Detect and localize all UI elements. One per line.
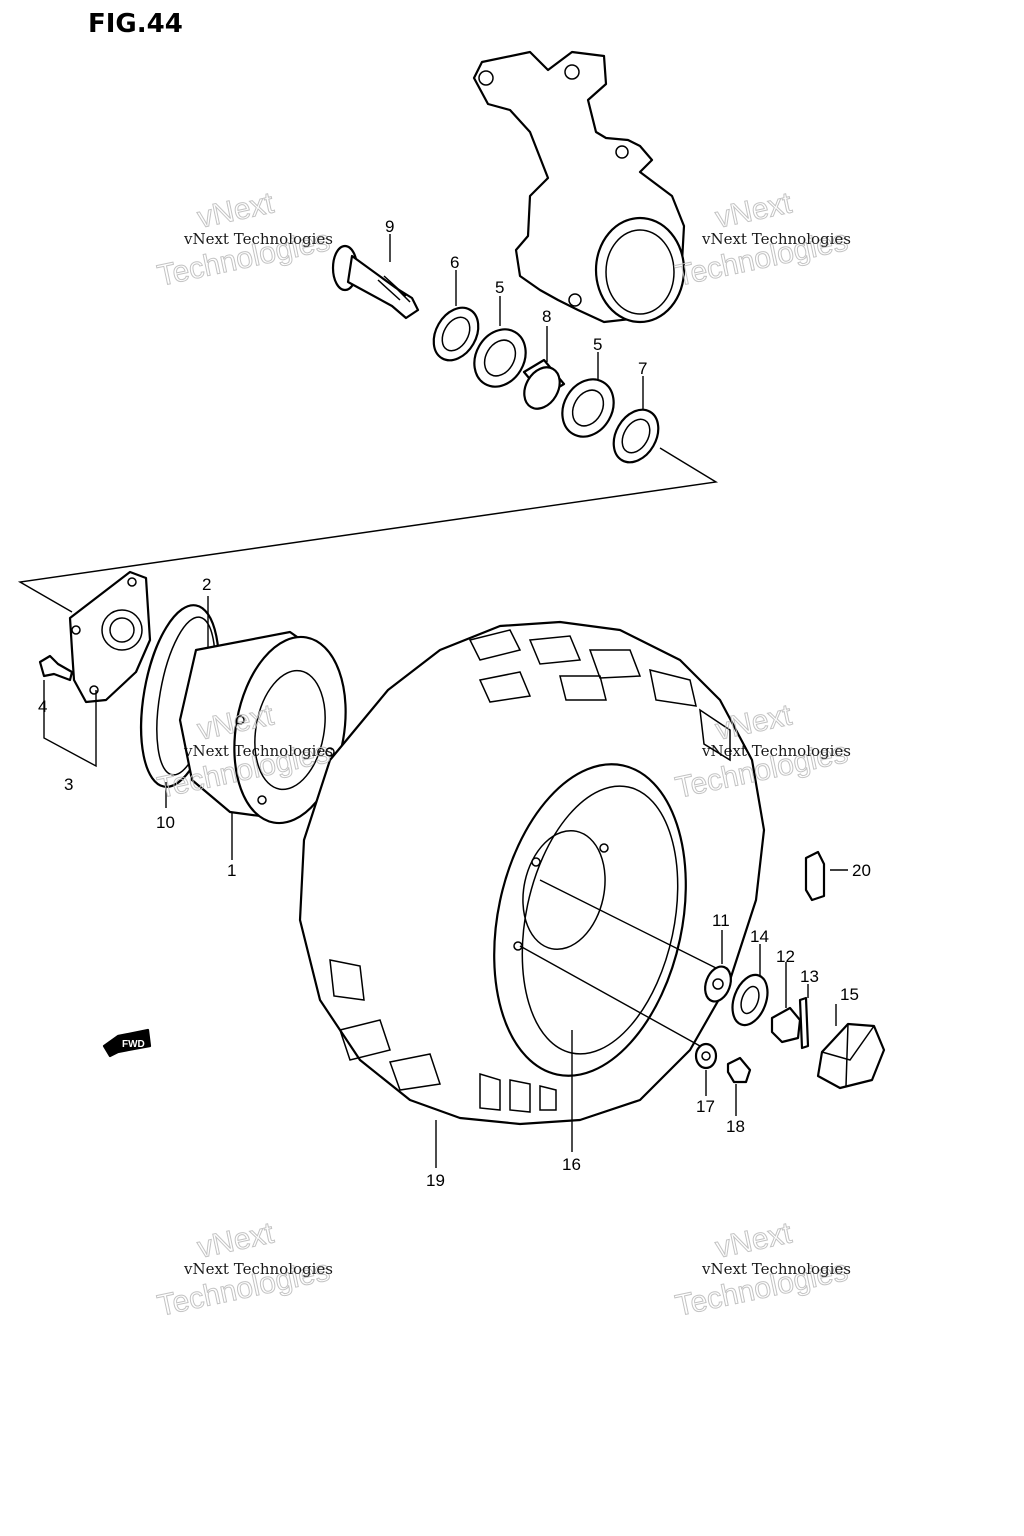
oil-seal-7 (612, 408, 660, 464)
callout-12: 12 (776, 947, 795, 966)
watermark-caption: vNext Technologies (183, 230, 333, 248)
watermark-brand: vNext (713, 1216, 796, 1264)
spacer-8 (522, 358, 566, 410)
callout-7: 7 (638, 359, 647, 378)
watermark-caption: vNext Technologies (183, 1260, 333, 1278)
callouts: 9 6 5 8 5 7 2 4 3 10 1 20 11 14 12 13 15… (38, 217, 871, 1190)
washer-11 (704, 965, 732, 1003)
bearing-5-lower (561, 378, 615, 438)
watermark-brand: vNext (195, 1216, 278, 1264)
callout-6: 6 (450, 253, 459, 272)
watermark-caption: vNext Technologies (701, 1260, 851, 1278)
callout-5-upper: 5 (495, 278, 504, 297)
watermark-caption: vNext Technologies (701, 230, 851, 248)
callout-17: 17 (696, 1097, 715, 1116)
leader-lines (43, 234, 848, 1168)
castle-nut-12 (770, 1006, 802, 1044)
watermark-brand: vNext (713, 186, 796, 234)
hub-bolt (38, 654, 74, 682)
brake-drum-1 (178, 630, 347, 825)
watermark-top-left: vNext Technologies vNext Technologies (154, 186, 333, 293)
watermark-bottom-left: vNext Technologies vNext Technologies (154, 1216, 333, 1323)
watermark-bottom-right: vNext Technologies vNext Technologies (672, 1216, 851, 1323)
cotter-pin-13 (798, 996, 810, 1050)
nut-18 (726, 1056, 752, 1084)
callout-3: 3 (64, 775, 73, 794)
callout-14: 14 (750, 927, 769, 946)
callout-5-lower: 5 (593, 335, 602, 354)
steering-knuckle (472, 50, 686, 324)
oil-seal-6 (432, 306, 480, 362)
callout-10: 10 (156, 813, 175, 832)
watermark-brand: vNext (713, 698, 796, 746)
callout-16: 16 (562, 1155, 581, 1174)
callout-11: 11 (712, 911, 730, 930)
callout-9: 9 (385, 217, 394, 236)
callout-19: 19 (426, 1171, 445, 1190)
callout-1: 1 (227, 861, 236, 880)
watermark-caption: vNext Technologies (701, 742, 851, 760)
callout-2: 2 (202, 575, 211, 594)
axle-centerline (519, 879, 717, 1047)
callout-13: 13 (800, 967, 819, 986)
watermark-top-right: vNext Technologies vNext Technologies (672, 186, 851, 293)
callout-18: 18 (726, 1117, 745, 1136)
fwd-label: FWD (122, 1039, 145, 1050)
callout-20: 20 (852, 861, 871, 880)
assembly-bracket-line (17, 447, 719, 613)
valve-20 (804, 850, 826, 902)
figure-title: FIG.44 (88, 9, 183, 39)
hub-flange (68, 570, 152, 704)
bearing-5-upper (473, 328, 527, 388)
washer-17 (694, 1042, 718, 1070)
hub-cap-15 (816, 1022, 886, 1090)
watermark-caption: vNext Technologies (183, 742, 333, 760)
callout-8: 8 (542, 307, 551, 326)
forward-arrow-icon: FWD (102, 1028, 152, 1058)
watermark-brand: vNext (195, 186, 278, 234)
stub-axle (331, 244, 420, 320)
callout-4: 4 (38, 697, 47, 716)
wheel-rim-16 (493, 763, 687, 1077)
washer-14 (731, 973, 769, 1027)
callout-15: 15 (840, 985, 859, 1004)
